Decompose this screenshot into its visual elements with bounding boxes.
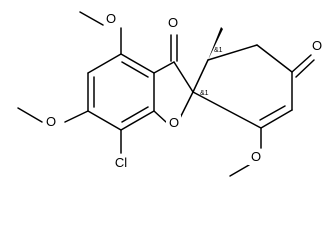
bond-o-c7a — [153, 110, 167, 123]
atom-o-ketone-right: O — [312, 38, 322, 53]
bond-c6-c5 — [207, 44, 258, 61]
bond-c2-c2-inner — [259, 105, 286, 121]
bond-c2-spiro — [192, 91, 262, 129]
atom-o-ring: O — [169, 115, 179, 130]
atom-cl: Cl — [115, 155, 127, 170]
bond-c5-c4 — [256, 44, 293, 73]
bond-o-methyl — [229, 164, 250, 177]
atom-o-left-methoxy: O — [46, 114, 56, 129]
bond-benz-3 — [120, 110, 155, 131]
bond-c3a-c3 — [153, 61, 175, 74]
bond-c3-c2 — [260, 109, 293, 129]
bond-ring-o2 — [64, 110, 89, 123]
stereo-label-spiro: &1 — [200, 90, 209, 97]
molecule-diagram: O O O O O Cl O &1 &1 — [17, 11, 325, 177]
bonds — [17, 11, 315, 177]
bond-o2-methyl — [17, 107, 43, 123]
bond-c4-o-b — [295, 59, 315, 78]
atom-o-ketone-mid: O — [168, 15, 178, 30]
bond-benz-inner-2 — [121, 106, 149, 123]
bond-spiro-o — [179, 91, 194, 119]
atom-o-bottom-methoxy: O — [251, 149, 261, 164]
bond-benz-6 — [87, 53, 122, 74]
bond-benz-4 — [87, 110, 122, 131]
bond-benz-inner-1 — [121, 61, 149, 78]
stereo-label-upper: &1 — [214, 47, 223, 54]
bond-methyl-o1 — [79, 11, 104, 26]
methyl-wedge — [208, 27, 223, 60]
bond-spiro-c6 — [192, 59, 209, 93]
bond-c3-spiro — [173, 61, 194, 93]
bond-c4-o-a — [291, 54, 312, 73]
atom-labels: O O O O O Cl O &1 &1 — [43, 11, 325, 170]
bond-benz-1 — [120, 53, 155, 74]
atom-o-top-methoxy: O — [106, 11, 116, 26]
